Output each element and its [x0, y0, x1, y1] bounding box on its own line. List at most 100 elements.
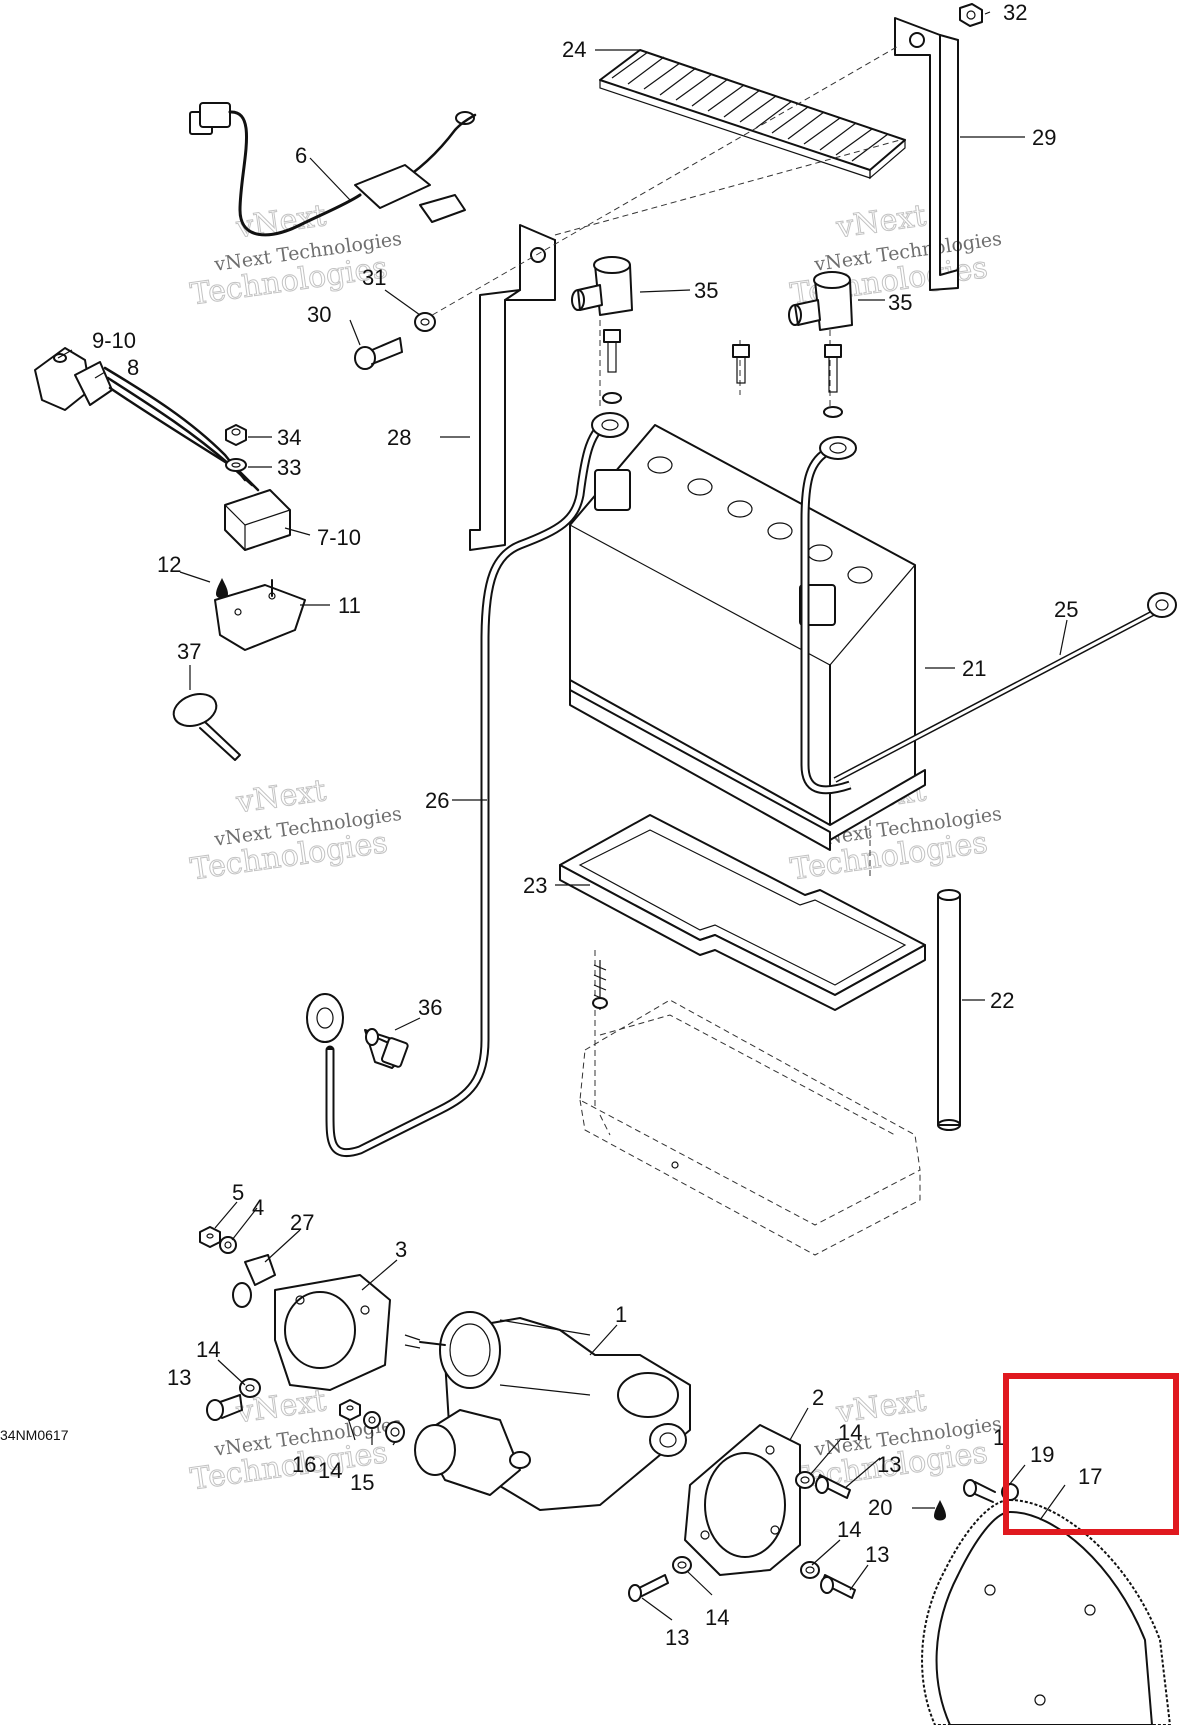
callout: 13: [167, 1365, 191, 1390]
bolt: [364, 1028, 409, 1069]
callout: 8: [127, 355, 139, 380]
callout: 2: [812, 1385, 824, 1410]
hold-down-bracket-left: [469, 224, 556, 551]
callout: 25: [1054, 597, 1078, 622]
callout: 20: [868, 1495, 892, 1520]
callout: 24: [562, 37, 586, 62]
figure-reference: 34NM0617: [0, 1427, 69, 1443]
callout: 13: [665, 1625, 689, 1650]
mounting-plate: [214, 579, 306, 651]
voltage-regulator: [224, 489, 291, 551]
starter-bracket: [274, 1274, 391, 1391]
battery-box-outline: [579, 999, 921, 1256]
connector: [34, 347, 113, 411]
positive-cable: [800, 436, 857, 795]
bolt: [820, 1574, 856, 1599]
callout: 12: [157, 552, 181, 577]
callout: 1: [615, 1302, 627, 1327]
callout: 35: [694, 278, 718, 303]
highlight-box: [1003, 1373, 1179, 1535]
terminal-cap: [788, 271, 853, 331]
callout: 3: [395, 1237, 407, 1262]
callout: 14: [705, 1605, 729, 1630]
svg-text:vNext: vNext: [233, 198, 328, 245]
callout: 17: [1078, 1464, 1102, 1489]
callout: 37: [177, 639, 201, 664]
washer: [795, 1471, 815, 1489]
callout: 19: [1030, 1442, 1054, 1467]
callout: 27: [290, 1210, 314, 1235]
tray-bolt: [592, 960, 608, 1010]
vent-tube: [937, 889, 961, 1131]
starter-motor: [404, 1311, 691, 1511]
terminal-bolt: [823, 344, 843, 418]
callout: 15: [350, 1470, 374, 1495]
callout: 31: [362, 265, 386, 290]
washer: [225, 458, 247, 472]
callout: 13: [865, 1542, 889, 1567]
washer: [219, 1236, 237, 1254]
callout: 35: [888, 290, 912, 315]
battery-tray-pad: [559, 814, 926, 1011]
watermark: vNext vNext Technologies Technologies: [188, 198, 403, 313]
callout: 14: [838, 1420, 862, 1445]
washer: [363, 1411, 381, 1429]
battery: [569, 424, 926, 851]
battery-top-pad: [599, 49, 906, 180]
callout: 14: [318, 1458, 342, 1483]
threadlocker-drop-icon: [216, 578, 228, 599]
callout-labels: 32 24 29 6 35 35 31 30 9-10 8 34 33 28 7…: [0, 0, 1102, 1650]
watermark: vNext vNext Technologies Technologies: [188, 773, 403, 888]
ring-gear: [921, 1483, 1172, 1725]
callout: 6: [295, 143, 307, 168]
washer: [414, 312, 436, 332]
terminal-cap: [571, 256, 633, 316]
callout: 33: [277, 455, 301, 480]
washer: [385, 1421, 405, 1443]
hold-down-bracket-right: [894, 17, 959, 291]
washer: [800, 1561, 820, 1579]
callout: 11: [338, 593, 361, 618]
callout: 9-10: [92, 328, 136, 353]
threadlocker-drop-icon: [934, 1500, 946, 1521]
callout: 4: [252, 1195, 264, 1220]
nut: [199, 1226, 221, 1248]
callout: 13: [877, 1452, 901, 1477]
negative-cable: [306, 412, 629, 1157]
callout: 28: [387, 425, 411, 450]
callout: 14: [196, 1337, 220, 1362]
fuse-harness: [189, 102, 477, 237]
callout: 16: [292, 1452, 316, 1477]
callout: 14: [837, 1517, 861, 1542]
callout: 26: [425, 788, 449, 813]
cable-clamp: [232, 1254, 276, 1308]
callout: 7-10: [317, 525, 361, 550]
callout: 32: [1003, 0, 1027, 25]
washer: [239, 1378, 261, 1398]
leader-lines: [57, 11, 1068, 1621]
callout: 29: [1032, 125, 1056, 150]
cable-tie: [172, 693, 241, 761]
svg-text:vNext: vNext: [833, 198, 928, 245]
nut: [339, 1399, 361, 1421]
starter-support: [684, 1424, 801, 1576]
callout: 22: [990, 988, 1014, 1013]
nut: [959, 3, 983, 27]
callout: 5: [232, 1180, 244, 1205]
bolt: [628, 1574, 669, 1602]
nut: [225, 424, 247, 446]
callout: 21: [962, 656, 986, 681]
bolt: [354, 337, 403, 370]
callout: 23: [523, 873, 547, 898]
svg-text:vNext: vNext: [233, 773, 328, 820]
callout: 36: [418, 995, 442, 1020]
ground-strap: [833, 592, 1177, 783]
callout: 34: [277, 425, 301, 450]
terminal-bolt: [602, 329, 622, 404]
washer: [672, 1556, 692, 1574]
terminal-bolt: [732, 344, 750, 384]
callout: 1: [993, 1425, 1005, 1450]
bolt: [206, 1394, 243, 1421]
screw: [963, 1479, 996, 1503]
